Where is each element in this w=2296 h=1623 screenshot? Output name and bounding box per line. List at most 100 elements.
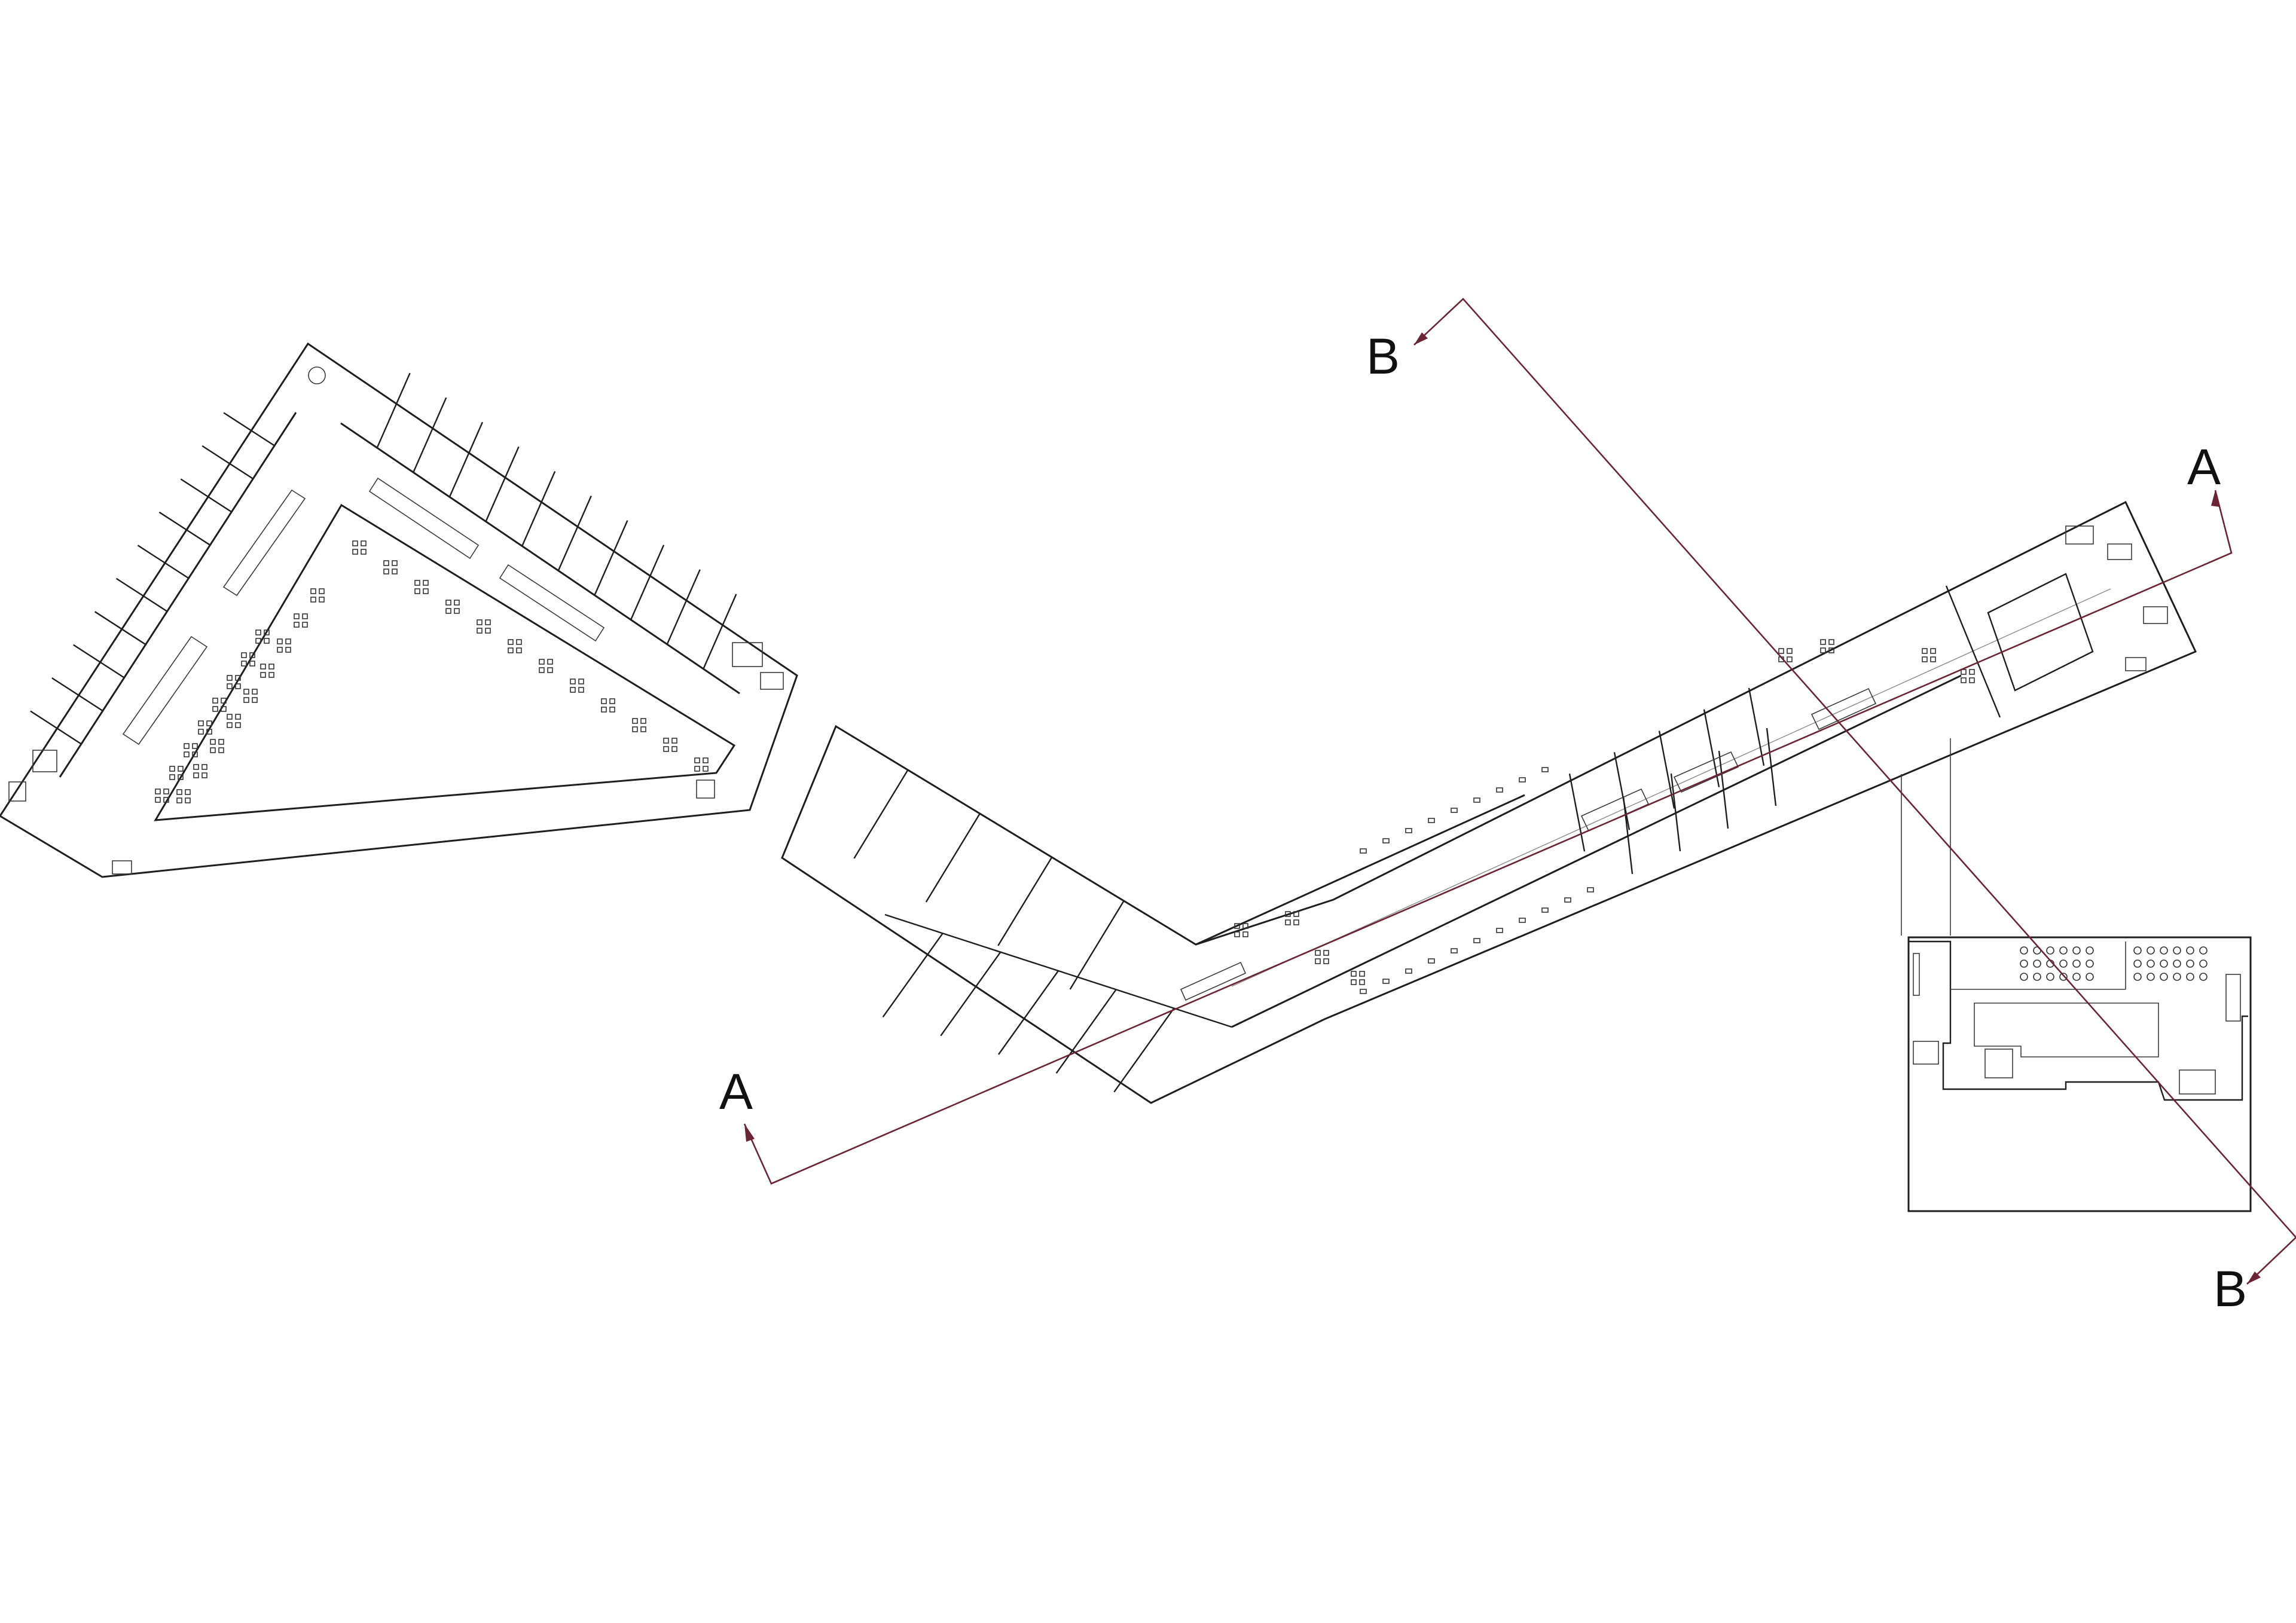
seat-cluster bbox=[1961, 677, 1967, 683]
stair-symbols-east bbox=[2065, 525, 2168, 671]
carrel bbox=[1451, 808, 1458, 813]
seat-cluster bbox=[609, 698, 615, 704]
carrel bbox=[1473, 938, 1480, 943]
seat-cluster bbox=[663, 738, 669, 744]
seat-cluster bbox=[1242, 923, 1248, 929]
dining-table bbox=[2046, 973, 2054, 981]
seat-cluster bbox=[1234, 923, 1240, 929]
seat-cluster bbox=[570, 687, 576, 693]
seat-cluster bbox=[206, 720, 212, 726]
stair-icon bbox=[732, 642, 763, 667]
dining-table bbox=[2059, 959, 2068, 968]
classroom-partition bbox=[998, 970, 1059, 1055]
classroom-partition bbox=[201, 445, 254, 479]
dining-table bbox=[2046, 946, 2054, 955]
dining-table bbox=[2072, 946, 2081, 955]
seat-cluster bbox=[210, 739, 216, 745]
seat-cluster bbox=[241, 652, 247, 658]
seat-cluster bbox=[477, 619, 483, 625]
seat-cluster bbox=[169, 774, 175, 780]
dining-table bbox=[2199, 959, 2208, 968]
section-label-b-start: B bbox=[1366, 328, 1400, 384]
west-l-wing bbox=[0, 342, 798, 878]
seat-cluster bbox=[1359, 971, 1365, 977]
carrel bbox=[1360, 848, 1367, 854]
dining-table bbox=[2133, 959, 2142, 968]
dining-table bbox=[2033, 959, 2041, 968]
seat-cluster bbox=[235, 675, 241, 681]
east-building-central-court bbox=[1974, 1002, 2159, 1057]
carrel bbox=[1564, 897, 1571, 903]
seat-cluster bbox=[249, 661, 255, 667]
seat-cluster bbox=[1234, 931, 1240, 937]
seat-cluster bbox=[632, 726, 638, 732]
seat-cluster bbox=[319, 597, 325, 603]
classroom-partition bbox=[521, 470, 556, 546]
seat-cluster bbox=[1323, 958, 1329, 964]
seat-cluster bbox=[285, 638, 291, 644]
seat-cluster bbox=[249, 652, 255, 658]
classroom-partition bbox=[1069, 900, 1125, 990]
corridor-centerline bbox=[1231, 588, 2111, 987]
classroom-partition bbox=[30, 710, 82, 745]
carrel bbox=[1451, 948, 1458, 953]
seat-cluster bbox=[578, 678, 584, 684]
seat-cluster bbox=[1293, 911, 1299, 917]
seat-cluster bbox=[212, 706, 218, 712]
section-label-a-end: A bbox=[2187, 439, 2221, 495]
seat-cluster bbox=[235, 683, 241, 689]
seat-cluster bbox=[218, 739, 224, 745]
east-building-outline bbox=[1907, 936, 2252, 1212]
seat-cluster bbox=[508, 647, 514, 653]
seat-cluster bbox=[392, 560, 398, 566]
seat-cluster bbox=[1787, 648, 1793, 654]
seat-cluster bbox=[221, 698, 227, 704]
seat-cluster bbox=[703, 766, 709, 772]
seat-cluster bbox=[294, 613, 300, 619]
carrel bbox=[1405, 828, 1412, 833]
seat-cluster bbox=[206, 729, 212, 735]
classroom-partition bbox=[666, 569, 701, 645]
east-building-bench bbox=[1913, 953, 1920, 996]
seat-cluster bbox=[178, 766, 184, 772]
dining-table bbox=[2059, 946, 2068, 955]
seat-cluster bbox=[361, 549, 367, 555]
seat-cluster bbox=[294, 622, 300, 628]
seat-cluster bbox=[671, 738, 677, 744]
seat-cluster bbox=[176, 789, 182, 795]
seat-cluster bbox=[1293, 919, 1299, 925]
seat-cluster bbox=[1969, 669, 1975, 675]
seat-cluster bbox=[201, 764, 207, 770]
classroom-partition bbox=[413, 397, 447, 473]
classroom-partition bbox=[94, 611, 146, 646]
seat-cluster bbox=[516, 639, 522, 645]
seat-cluster bbox=[285, 647, 291, 653]
carrel bbox=[1428, 818, 1435, 823]
corridor-wall-south bbox=[1231, 674, 1962, 1028]
seat-cluster bbox=[392, 568, 398, 574]
carrel bbox=[1541, 767, 1549, 772]
seat-cluster bbox=[632, 718, 638, 724]
seat-cluster bbox=[221, 706, 227, 712]
dining-table bbox=[2147, 959, 2155, 968]
section-arrow-b-end bbox=[2247, 1271, 2261, 1284]
seat-cluster bbox=[243, 697, 249, 703]
seat-cluster bbox=[352, 549, 358, 555]
dining-table bbox=[2020, 946, 2028, 955]
seat-cluster bbox=[201, 772, 207, 778]
seat-cluster bbox=[155, 797, 161, 803]
classroom-partition bbox=[51, 677, 103, 712]
dining-table bbox=[2160, 973, 2168, 981]
dining-table bbox=[2186, 959, 2194, 968]
seat-cluster bbox=[570, 678, 576, 684]
seat-cluster bbox=[1922, 656, 1928, 662]
central-island-4 bbox=[1180, 961, 1247, 1001]
carrel bbox=[1360, 989, 1367, 994]
classroom-partition bbox=[73, 644, 125, 678]
seat-cluster bbox=[383, 568, 389, 574]
dining-table bbox=[2086, 959, 2094, 968]
classroom-partition bbox=[1748, 687, 1765, 766]
classroom-partition bbox=[223, 412, 275, 447]
section-line-b bbox=[1413, 298, 2296, 1285]
seat-cluster bbox=[1323, 950, 1329, 956]
